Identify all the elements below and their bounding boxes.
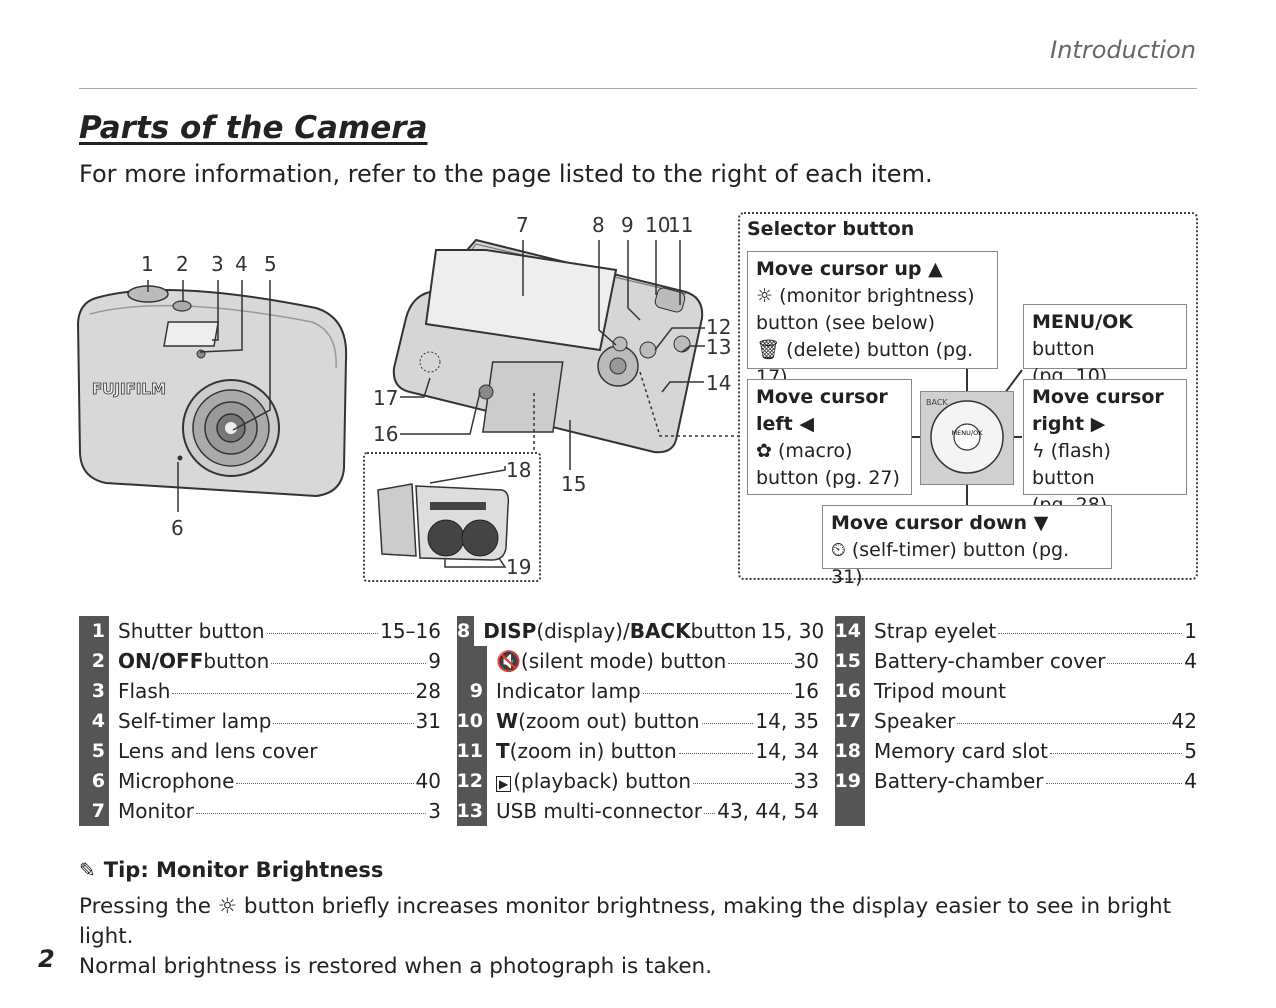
callout-7: 7	[516, 213, 529, 237]
selector-dial-illustration: MENU/OK BACK	[926, 398, 1004, 474]
callout-8: 8	[592, 213, 605, 237]
self-timer-icon: ⏲	[831, 539, 846, 561]
callout-13: 13	[706, 335, 732, 359]
page-title: Parts of the Camera	[79, 110, 428, 146]
callout-11: 11	[668, 213, 694, 237]
menu-ok-rest: button	[1032, 338, 1095, 360]
battery-chamber-illustration	[377, 483, 510, 561]
battery-chamber-inset	[363, 452, 541, 582]
selector-up-box: Move cursor up ▲ ☼ (monitor brightness) …	[747, 251, 998, 388]
selector-down-box: Move cursor down ▼ ⏲ (self-timer) button…	[822, 505, 1112, 588]
selector-panel	[738, 212, 1198, 580]
dial-back-label: BACK	[926, 398, 948, 407]
callout-15: 15	[561, 472, 587, 496]
selector-right-title2: right ▶	[1032, 413, 1106, 435]
brightness-icon: ☼	[217, 894, 238, 919]
selector-left-title2: left ◀	[756, 413, 814, 435]
selector-right-line3: (flash) button	[1032, 440, 1111, 489]
callout-2: 2	[176, 252, 189, 276]
flash-icon: ϟ	[1032, 440, 1045, 462]
callout-18: 18	[506, 458, 532, 482]
tip-title: ✎ Tip: Monitor Brightness	[79, 858, 384, 882]
selector-right-title1: Move cursor	[1032, 386, 1164, 408]
callout-1: 1	[141, 252, 154, 276]
selector-menu-box: MENU/OK button (pg. 10)	[1023, 304, 1187, 387]
camera-brand-text: FUJIFILM	[92, 380, 166, 398]
camera-rear-illustration	[392, 238, 704, 454]
macro-icon: ✿	[756, 440, 772, 462]
callout-19: 19	[506, 555, 532, 579]
selector-left-title1: Move cursor	[756, 386, 888, 408]
selector-up-line2: button (see below)	[756, 312, 936, 334]
dial-menu-label: MENU/OK	[952, 429, 984, 437]
selector-right-box: Move cursor right ▶ ϟ (flash) button (pg…	[1023, 379, 1187, 516]
selector-left-line3: (macro)	[777, 440, 853, 462]
trash-icon: 🗑	[756, 339, 781, 361]
callout-3: 3	[211, 252, 224, 276]
callout-12: 12	[706, 315, 732, 339]
selector-down-line1: (self-timer) button (pg. 31)	[831, 539, 1070, 588]
playback-icon: ▶	[496, 776, 512, 792]
header-divider	[79, 88, 1197, 89]
menu-ok-label: MENU/OK	[1032, 311, 1134, 333]
note-icon: ✎	[79, 858, 96, 882]
callout-4: 4	[235, 252, 248, 276]
selector-up-title: Move cursor up ▲	[756, 258, 943, 280]
callout-9: 9	[621, 213, 634, 237]
brightness-icon: ☼	[756, 285, 774, 307]
callout-17: 17	[373, 386, 399, 410]
section-label: Introduction	[1050, 36, 1196, 64]
list-item-filler	[835, 796, 1197, 826]
selector-left-box: Move cursor left ◀ ✿ (macro) button (pg.…	[747, 379, 912, 495]
page-number: 2	[38, 945, 55, 973]
selector-up-line1: (monitor brightness)	[779, 285, 975, 307]
callout-10: 10	[645, 213, 671, 237]
selector-left-line4: button (pg. 27)	[756, 467, 900, 489]
silent-mode-icon: 🔇	[496, 649, 521, 673]
callout-5: 5	[264, 252, 277, 276]
tip-body: Pressing the ☼ button briefly increases …	[79, 894, 1172, 979]
callout-14: 14	[706, 371, 732, 395]
callout-6: 6	[171, 516, 184, 540]
selector-down-title: Move cursor down ▼	[831, 512, 1049, 534]
camera-front-illustration: FUJIFILM	[76, 285, 348, 498]
page-subtitle: For more information, refer to the page …	[79, 160, 933, 188]
selector-title: Selector button	[747, 218, 915, 240]
callout-16: 16	[373, 422, 399, 446]
